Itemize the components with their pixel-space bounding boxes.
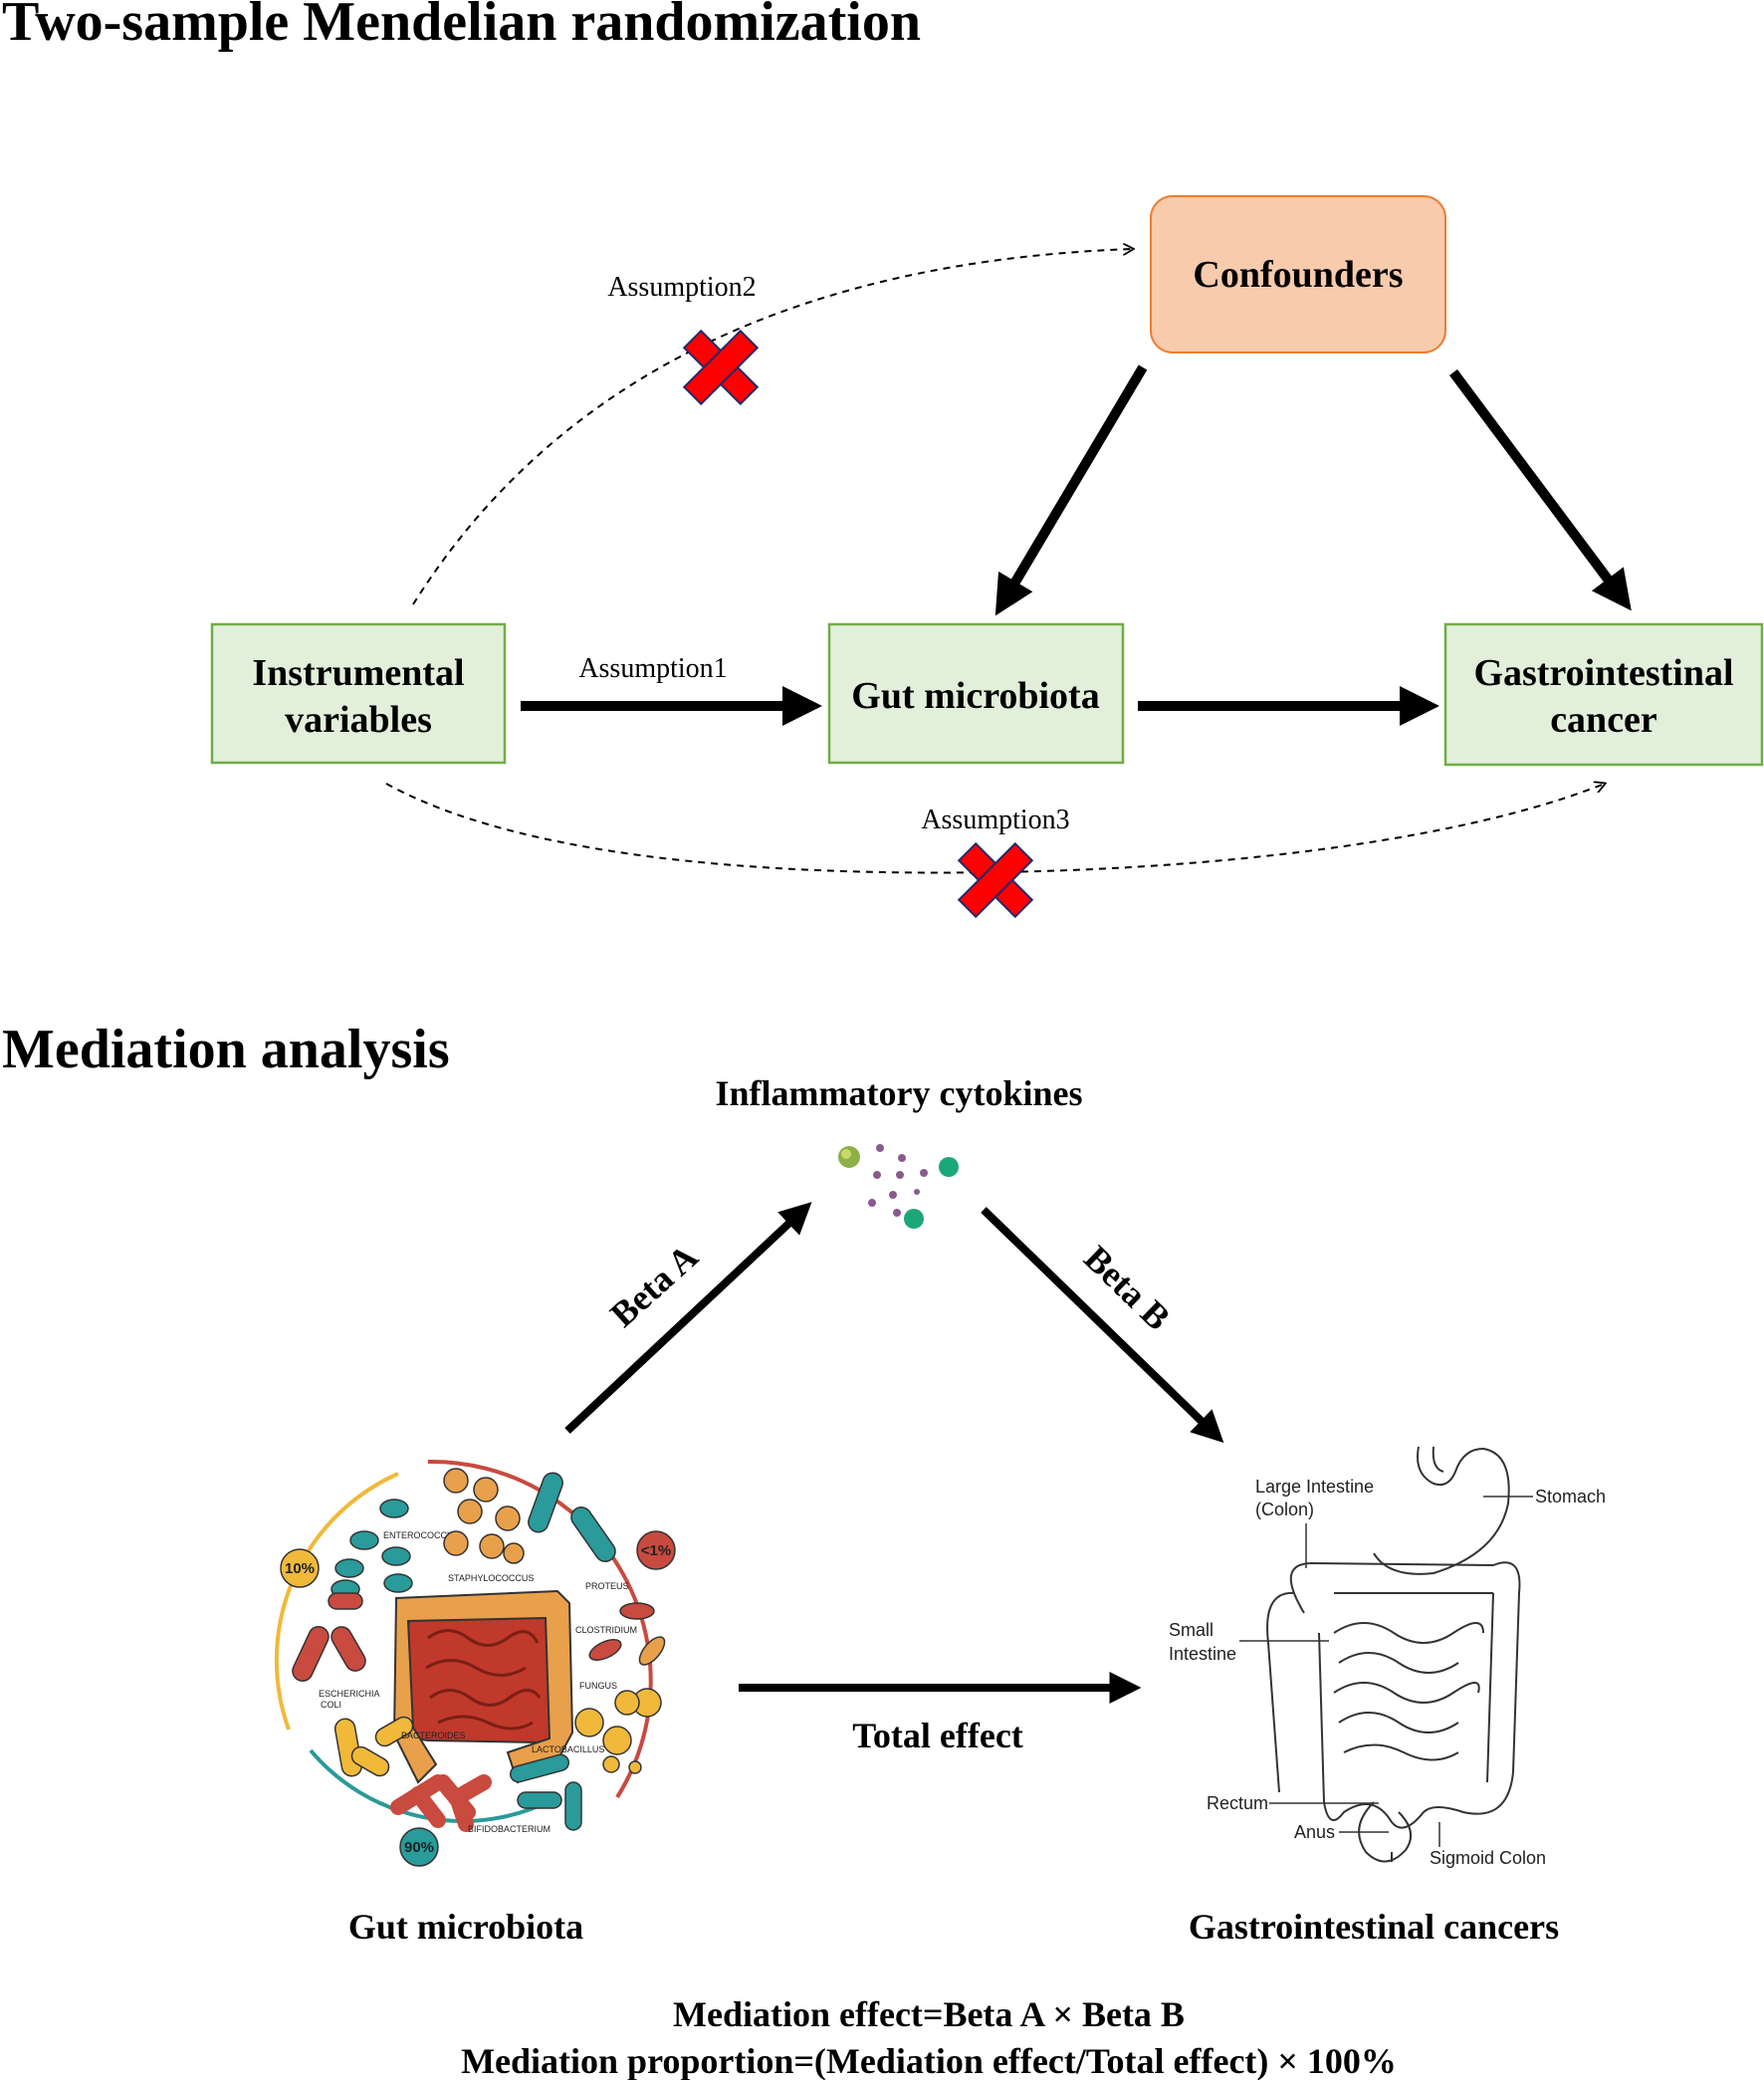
svg-text:Large Intestine: Large Intestine [1255,1477,1374,1497]
dashed-arrow-iv-to-cancer [385,784,1605,874]
arrow-confounders-to-gut [994,364,1148,616]
instrumental-label-line1: Instrumental [252,652,464,694]
instrumental-label-line2: variables [285,699,432,741]
instrumental-variables-node: Instrumental variables [210,622,507,765]
svg-text:CLOSTRIDIUM: CLOSTRIDIUM [575,1625,637,1635]
cancer-label-line2: cancer [1550,699,1657,741]
svg-text:LACTOBACILLUS: LACTOBACILLUS [532,1744,604,1754]
gut-microbiota-node: Gut microbiota [827,622,1125,765]
confounders-node: Confounders [1150,195,1446,353]
arrow-beta-b [981,1207,1224,1444]
confounders-label: Confounders [1193,254,1403,296]
arrow-beta-a [564,1202,812,1434]
svg-text:<1%: <1% [641,1542,671,1559]
svg-text:COLI: COLI [321,1700,341,1710]
assumption2-label: Assumption2 [607,272,756,303]
total-effect-label: Total effect [852,1716,1023,1755]
svg-text:90%: 90% [404,1839,434,1856]
gut-microbiota-label: Gut microbiota [851,675,1099,717]
cytokine-icon [838,1144,959,1229]
assumption1-label: Assumption1 [578,653,727,684]
arrow-confounders-to-cancer [1448,369,1632,611]
svg-text:ENTEROCOCCUS: ENTEROCOCCUS [383,1530,460,1540]
svg-text:FUNGUS: FUNGUS [579,1681,617,1691]
formula-mediation-proportion: Mediation proportion=(Mediation effect/T… [461,2041,1397,2080]
svg-text:PROTEUS: PROTEUS [585,1581,629,1591]
svg-text:ESCHERICHIA: ESCHERICHIA [319,1689,380,1699]
svg-text:10%: 10% [285,1560,315,1577]
section1-heading: Two-sample Mendelian randomization [2,0,921,53]
beta-b-label: Beta B [1076,1238,1178,1337]
exposure-label: Gut microbiota [348,1907,583,1947]
svg-text:Anus: Anus [1294,1822,1335,1842]
svg-text:(Colon): (Colon) [1255,1500,1314,1519]
outcome-label: Gastrointestinal cancers [1189,1907,1559,1947]
svg-text:BIFIDOBACTERIUM: BIFIDOBACTERIUM [468,1824,551,1834]
mediator-label: Inflammatory cytokines [716,1073,1083,1113]
organ-labels: Large Intestine (Colon) Stomach Small In… [1169,1477,1606,1868]
assumption3-label: Assumption3 [921,805,1069,835]
svg-text:Small: Small [1169,1620,1213,1640]
svg-text:STAPHYLOCOCCUS: STAPHYLOCOCCUS [448,1573,534,1583]
formula-mediation-effect: Mediation effect=Beta A × Beta B [673,1994,1185,2034]
section2-heading: Mediation analysis [2,1019,450,1080]
gut-microbiota-illustration: 10% <1% 90% ENTEROCOCCUS STAPHYLOCOCCUS … [274,1459,676,1867]
svg-text:Rectum: Rectum [1207,1793,1268,1813]
cross-mark-assumption2 [682,329,760,406]
svg-text:Intestine: Intestine [1169,1644,1236,1664]
svg-text:Stomach: Stomach [1535,1487,1606,1506]
cancer-label-line1: Gastrointestinal [1473,652,1733,694]
digestive-system-illustration [1266,1446,1521,1863]
svg-text:BACTEROIDES: BACTEROIDES [401,1731,466,1740]
cross-mark-assumption3 [957,841,1034,919]
svg-text:Sigmoid Colon: Sigmoid Colon [1430,1848,1546,1868]
gastrointestinal-cancer-node: Gastrointestinal cancer [1443,622,1764,767]
dashed-arrow-iv-to-confounders [412,249,1133,605]
